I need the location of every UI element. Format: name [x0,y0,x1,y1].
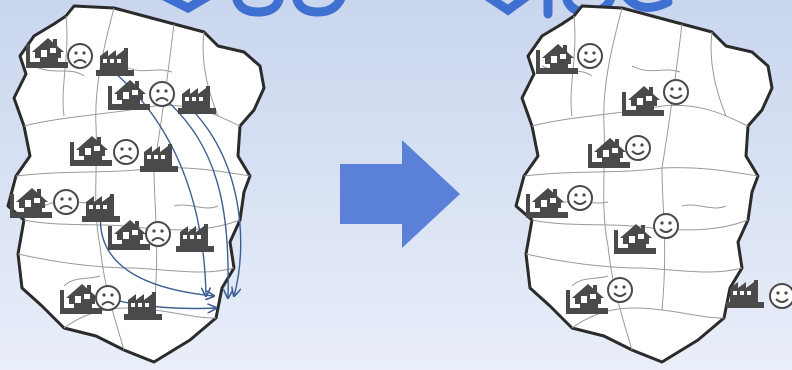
sad-face-icon [113,139,139,165]
happy-face-icon [769,283,792,309]
happy-face-icon [663,79,689,105]
sad-face-icon [149,81,175,107]
right-arrow-icon [340,140,460,248]
title-fragment [161,0,673,19]
happy-face-icon [567,185,593,211]
sad-face-icon [145,221,171,247]
sad-face-icon [53,189,79,215]
happy-face-icon [653,213,679,239]
sad-face-icon [95,285,121,311]
happy-face-icon [607,277,633,303]
before-map [6,4,266,364]
flow-arrow-icon [183,101,242,296]
flow-arrow-icon [163,97,228,298]
happy-face-icon [577,43,603,69]
sad-face-icon [67,43,93,69]
happy-face-icon [625,135,651,161]
